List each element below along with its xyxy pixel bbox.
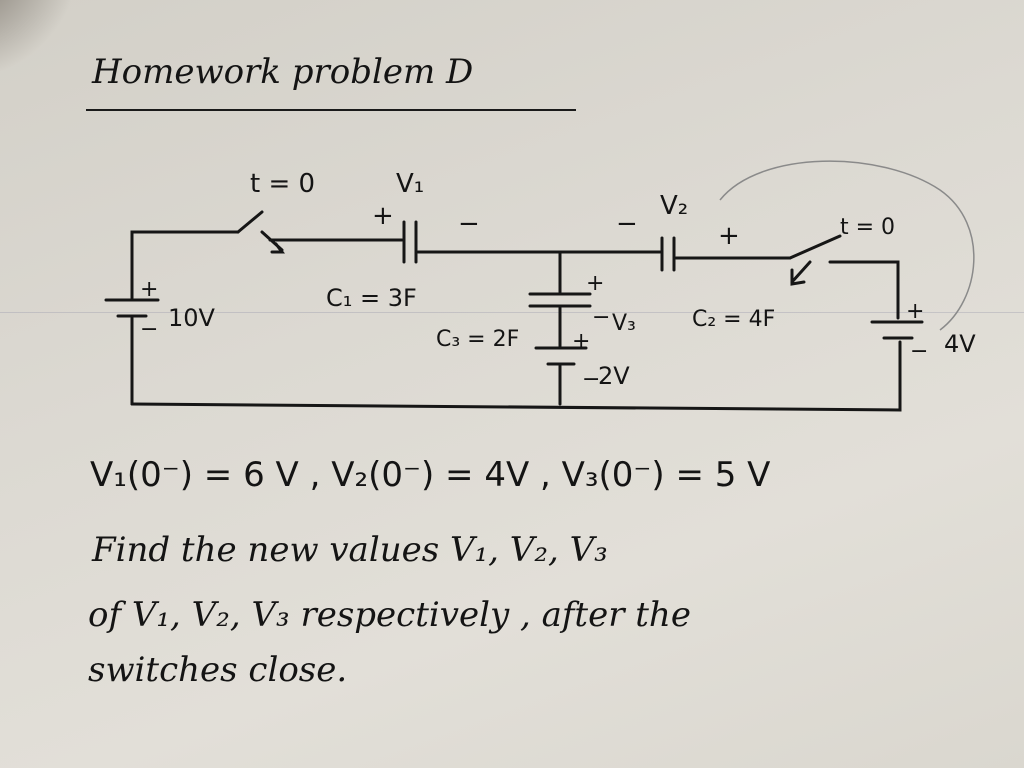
source-left-plus: + [140,277,158,302]
page-corner-shadow [0,0,80,80]
source-left-minus: − [140,317,158,342]
v1-plus-sign: + [372,201,394,231]
source-mid-minus: − [582,367,600,392]
c3-label: C₃ = 2F [436,327,519,352]
wire-left-top [130,230,240,300]
right-switch-blade [788,234,842,260]
right-switch-label: t = 0 [840,215,895,240]
v3-plus-sign: + [586,271,604,296]
problem-title: Homework problem D [92,52,474,92]
faint-ruled-line [0,312,1024,313]
title-underline [86,109,576,111]
v1-label: V₁ [396,169,424,199]
source-right-plus: + [906,299,924,324]
wire-right-bottom [130,340,902,412]
v1-minus-sign: − [458,209,480,239]
source-mid-plus: + [572,329,590,354]
initial-conditions: V₁(0⁻) = 6 V , V₂(0⁻) = 4V , V₃(0⁻) = 5 … [90,455,771,495]
question-line-2: of V₁, V₂, V₃ respectively , after the [88,595,691,635]
source-left-value: 10V [168,304,216,332]
v2-plus-sign: + [718,221,740,251]
v3-minus-sign: − [592,305,610,330]
source-mid-value: 2V [598,362,630,390]
left-switch-arrow [260,230,285,254]
question-line-1: Find the new values V₁, V₂, V₃ [92,530,608,570]
v3-label: V₃ [612,311,636,336]
left-switch-blade [236,210,264,234]
question-line-3: switches close. [88,650,348,690]
pencil-circle [719,160,975,331]
left-switch-label: t = 0 [250,169,315,199]
c1-label: C₁ = 3F [326,284,417,312]
v2-minus-sign: − [616,209,638,239]
source-right-minus: − [910,339,928,364]
v2-label: V₂ [660,191,688,221]
right-switch-arrow [790,260,812,286]
source-right-value: 4V [944,330,976,358]
c2-label: C₂ = 4F [692,307,775,332]
wire-right-top [828,260,900,320]
